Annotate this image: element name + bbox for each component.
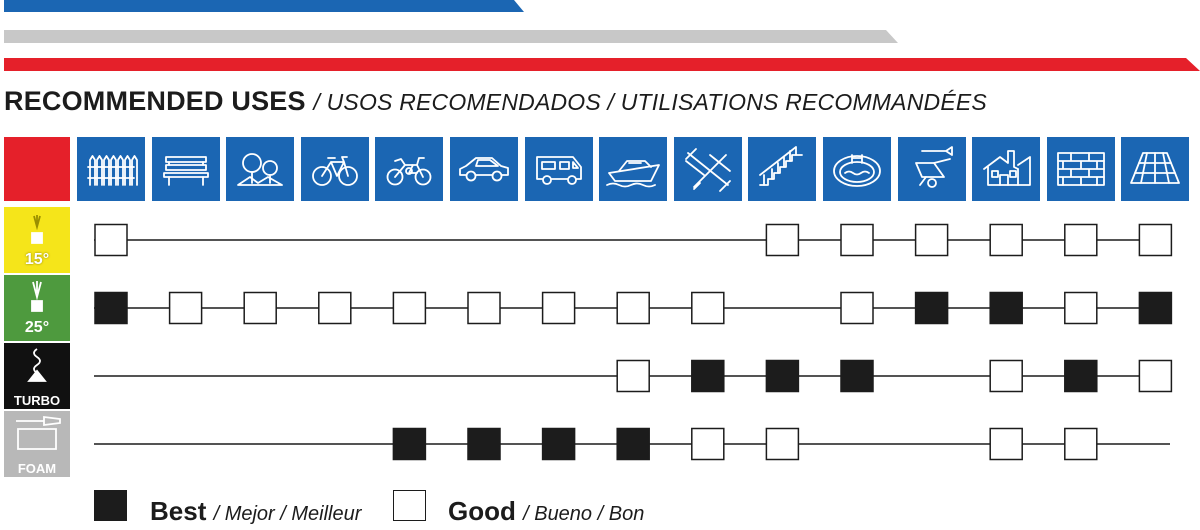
motorcycle-icon	[386, 157, 432, 186]
use-cell-trees	[226, 137, 294, 201]
use-cell-house	[972, 137, 1040, 201]
rating-good	[914, 223, 949, 257]
fence-icon	[87, 155, 138, 186]
nozzle-label: 25°	[24, 319, 50, 336]
title-subtitle: / USOS RECOMENDADOS / UTILISATIONS RECOM…	[313, 89, 987, 115]
legend-good: Good / Bueno / Bon	[448, 496, 644, 527]
use-cell-bicycle	[301, 137, 369, 201]
rating-good	[765, 427, 800, 461]
rating-good	[94, 223, 128, 257]
roof-icon	[1130, 152, 1180, 184]
legend-best-swatch	[94, 490, 127, 521]
use-cell-garden-tools	[898, 137, 966, 201]
rating-good	[616, 291, 650, 325]
title-main: RECOMMENDED USES	[4, 86, 306, 116]
use-cell-stairs	[748, 137, 816, 201]
rv-icon	[536, 156, 582, 185]
legend-good-label: Good	[448, 496, 516, 526]
rating-good	[1064, 223, 1098, 257]
nozzle-label: FOAM	[17, 461, 57, 476]
rating-good	[691, 427, 725, 461]
legend-good-sub: / Bueno / Bon	[523, 503, 645, 525]
garden-tools-icon	[915, 146, 953, 188]
legend-good-swatch	[393, 490, 426, 521]
rating-good	[243, 291, 277, 325]
use-cell-brick-wall	[1047, 137, 1115, 201]
trees-icon	[237, 153, 283, 186]
rating-best	[1138, 291, 1173, 325]
red-stripe	[4, 58, 1200, 71]
use-cell-pool	[823, 137, 891, 201]
boat-icon	[606, 160, 660, 188]
rating-good	[1064, 291, 1098, 325]
rating-best	[392, 427, 427, 461]
header-stripes	[4, 0, 1200, 71]
rating-best	[467, 427, 501, 461]
rating-good	[467, 291, 501, 325]
rating-good	[318, 291, 352, 325]
car-icon	[459, 157, 509, 182]
bench-icon	[163, 156, 209, 186]
rating-good	[168, 291, 203, 325]
use-cell-roof	[1121, 137, 1189, 201]
rating-good	[541, 291, 576, 325]
rating-grid	[94, 223, 1173, 461]
corner-block	[4, 137, 70, 201]
rating-good	[989, 359, 1023, 393]
rating-best	[691, 359, 725, 393]
rating-good	[1138, 223, 1173, 257]
legend-best-sub: / Mejor / Meilleur	[213, 503, 362, 525]
rating-best	[914, 291, 949, 325]
legend-best-label: Best	[150, 496, 207, 526]
gray-stripe	[4, 30, 898, 43]
deck-icon	[685, 148, 731, 192]
use-cell-boat	[599, 137, 667, 201]
brick-wall-icon	[1057, 152, 1105, 186]
house-icon	[983, 150, 1031, 186]
rating-best	[616, 427, 650, 461]
blue-stripe	[4, 0, 524, 12]
rating-good	[989, 223, 1023, 257]
foam-nozzle-icon	[16, 415, 61, 450]
rating-best	[94, 291, 128, 325]
stairs-icon	[759, 146, 803, 186]
turbo-nozzle-icon	[27, 348, 47, 382]
nozzle-row-turbo: TURBO	[4, 343, 70, 409]
pool-icon	[833, 154, 881, 187]
use-cell-deck	[674, 137, 742, 201]
rating-good	[765, 223, 800, 257]
use-cell-bench	[152, 137, 220, 201]
rating-good	[840, 223, 874, 257]
nozzle-15-icon	[31, 215, 43, 244]
page-title: RECOMMENDED USES / USOS RECOMENDADOS / U…	[4, 86, 987, 117]
rating-best	[1064, 359, 1098, 393]
rating-best	[541, 427, 576, 461]
rating-good	[989, 427, 1023, 461]
use-cell-fence	[77, 137, 145, 201]
rating-best	[989, 291, 1023, 325]
bicycle-icon	[312, 156, 358, 186]
nozzle-row-foam: FOAM	[4, 411, 70, 477]
rating-good	[1138, 359, 1173, 393]
nozzle-row-25: 25°	[4, 275, 70, 341]
rating-good	[392, 291, 427, 325]
nozzle-label: TURBO	[13, 393, 61, 408]
nozzle-row-15: 15°	[4, 207, 70, 273]
use-cell-car	[450, 137, 518, 201]
legend-best: Best / Mejor / Meilleur	[150, 496, 361, 527]
rating-good	[616, 359, 650, 393]
nozzle-label: 15°	[24, 251, 50, 268]
use-cell-rv	[525, 137, 593, 201]
rating-good	[1064, 427, 1098, 461]
nozzle-25-icon	[31, 281, 43, 312]
rating-good	[840, 291, 874, 325]
rating-good	[691, 291, 725, 325]
rating-best	[765, 359, 800, 393]
use-cell-motorcycle	[375, 137, 443, 201]
rating-best	[840, 359, 874, 393]
